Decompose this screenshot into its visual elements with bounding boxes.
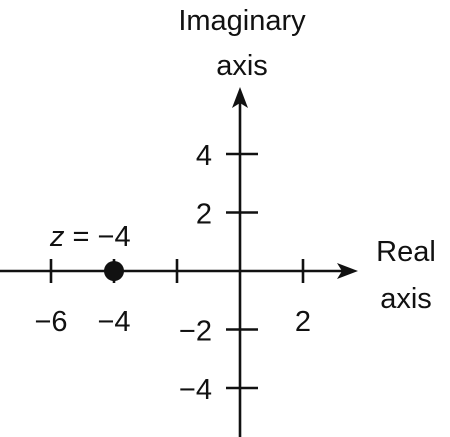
point-z-value: = −4 (65, 221, 131, 253)
imaginary-axis-title-line2: axis (216, 50, 268, 82)
real-axis-title-line1: Real (376, 236, 436, 268)
real-axis-ticks: −6 −4 2 (34, 259, 311, 338)
imaginary-axis-ticks: 4 2 −2 −4 (179, 140, 258, 406)
real-tick-label: −4 (97, 306, 130, 338)
real-axis-title-line2: axis (380, 283, 432, 315)
imaginary-tick-label: 2 (196, 199, 212, 231)
real-tick-label: −6 (34, 306, 67, 338)
real-tick-label: 2 (295, 306, 311, 338)
imaginary-axis-arrowhead (232, 87, 248, 108)
imaginary-tick-label: −2 (179, 316, 212, 348)
real-axis-arrowhead (337, 263, 358, 279)
imaginary-tick-label: 4 (196, 140, 212, 172)
imaginary-tick-label: −4 (179, 374, 212, 406)
imaginary-axis-title-line1: Imaginary (178, 5, 306, 37)
point-z-marker (104, 261, 124, 281)
point-z-label: z = −4 (49, 221, 131, 253)
point-z-variable: z (49, 221, 65, 253)
